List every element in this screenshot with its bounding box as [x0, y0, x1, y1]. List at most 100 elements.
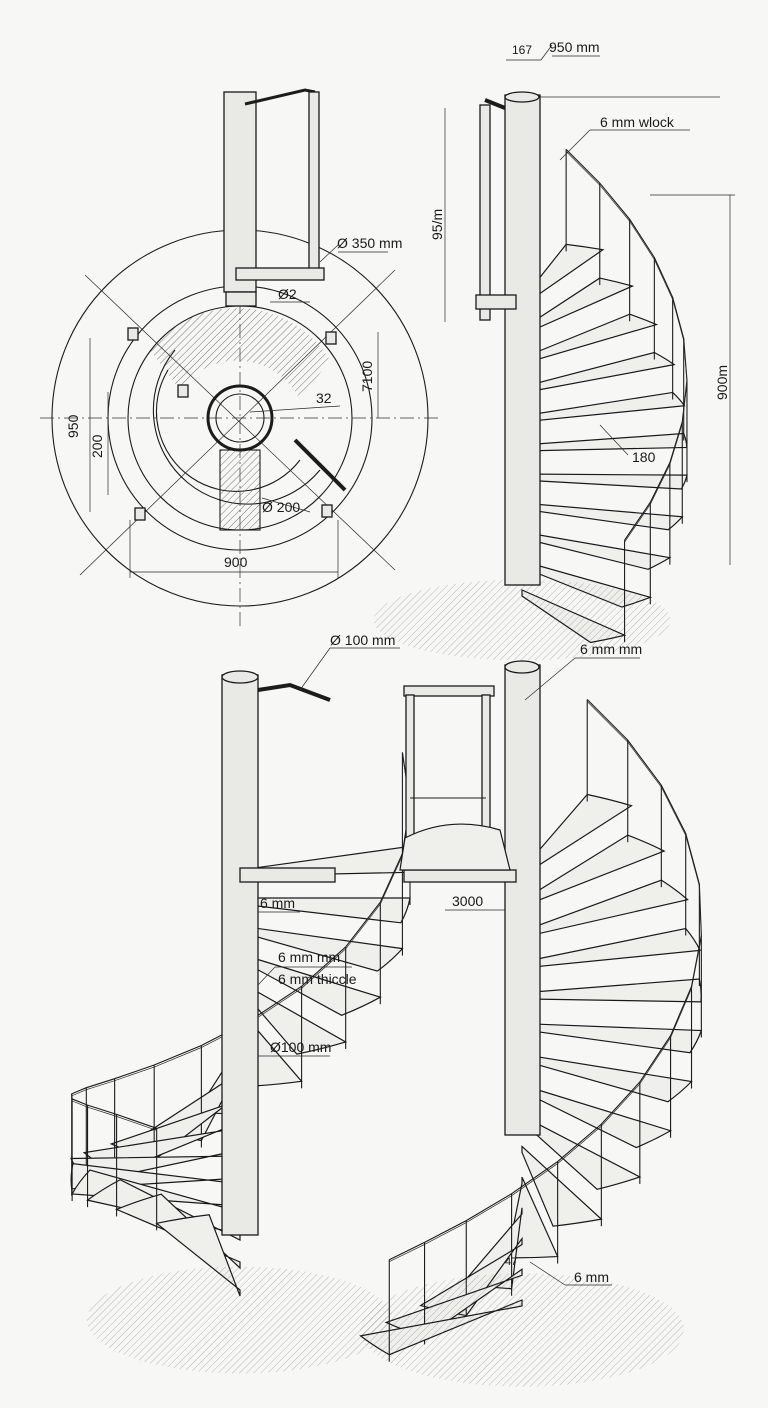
label-rail-diameter: Ø 350 mm	[337, 235, 402, 251]
leader	[559, 129, 591, 161]
landing-plate	[399, 823, 511, 871]
landing-bracket	[403, 869, 517, 883]
label-core-diameter: Ø 200	[262, 499, 300, 515]
leader	[319, 244, 339, 263]
label-width-900: 900	[224, 554, 248, 570]
top-rail	[257, 682, 331, 702]
handrail	[565, 148, 688, 541]
central-column	[504, 94, 541, 586]
leader	[540, 44, 553, 61]
diagonal-axis	[79, 269, 396, 576]
stair-treads	[70, 752, 411, 1374]
floor-shadow	[360, 1273, 684, 1387]
label-tread-mark: 47	[505, 1256, 517, 1268]
stair-tread	[521, 432, 688, 452]
stair-tread	[521, 277, 635, 336]
stair-tread	[521, 927, 702, 969]
handrail	[71, 752, 411, 1129]
handrail	[389, 699, 702, 1261]
label-top-950: 950 mm	[549, 39, 600, 55]
inner-arc	[152, 349, 321, 505]
side-view: 167 950 mm 6 mm wlock 180 95/m 900m	[373, 39, 735, 661]
landing-bracket	[239, 867, 336, 883]
stair-treads	[373, 148, 688, 661]
bracket-arm	[235, 267, 325, 281]
label-column-diameter: Ø 100 mm	[330, 632, 395, 648]
inner-arc-2	[155, 369, 301, 492]
stair-tread	[521, 1145, 603, 1227]
landing-top-rail	[403, 685, 495, 697]
stair-tread	[521, 1114, 642, 1190]
stair-tread	[521, 793, 633, 878]
bracket-icon	[134, 507, 146, 521]
label-rail-note: 6 mm wlock	[600, 114, 675, 130]
label-column-167: 167	[512, 43, 532, 57]
label-height-7100: 7100	[359, 361, 375, 392]
leader	[261, 497, 311, 513]
stair-tread	[521, 978, 702, 1003]
column-ring-inner	[215, 393, 265, 443]
bracket-icon	[325, 331, 337, 345]
column-section	[220, 450, 260, 530]
stair-tread	[521, 834, 666, 908]
label-collar: 6 mm	[260, 895, 295, 911]
handrail-post	[308, 91, 320, 279]
column-collar	[225, 291, 257, 307]
bracket-icon	[321, 504, 333, 518]
stair-tread	[521, 1084, 673, 1149]
stair-tread	[521, 391, 686, 423]
handrail-highlight	[565, 151, 688, 543]
floor-shadow	[373, 579, 671, 661]
label-clamp: Ø2	[278, 286, 297, 302]
stair-tread	[521, 243, 605, 308]
floor-shadow	[87, 1266, 393, 1374]
stair-tread	[521, 351, 676, 394]
label-right-height: 900m	[714, 365, 730, 400]
label-height-3000: 3000	[452, 893, 483, 909]
stair-tread	[239, 980, 348, 1055]
isometric-view-right: 6 mm mm 3000 47 6 mm	[359, 641, 703, 1387]
column-tube	[223, 91, 257, 293]
leader	[257, 966, 276, 986]
leader	[299, 647, 331, 691]
label-inner-200: 200	[89, 434, 105, 458]
label-left-height: 95/m	[429, 209, 445, 240]
stair-tread	[521, 879, 689, 939]
label-bolt: 32	[316, 390, 332, 406]
bracket-icon	[127, 327, 139, 341]
bracket-icon	[177, 384, 189, 398]
leader	[599, 424, 629, 456]
leader	[524, 657, 576, 701]
stair-tread	[155, 1214, 241, 1297]
stair-treads	[359, 699, 703, 1387]
stair-tread	[521, 313, 659, 365]
column-cap	[221, 670, 259, 684]
label-outer-950: 950	[65, 414, 81, 438]
column-section-outline	[219, 449, 261, 531]
column-cap	[504, 660, 540, 674]
stair-tread	[521, 531, 672, 570]
label-plate-a: 6 mm mm	[278, 949, 340, 965]
label-plate-b: 6 mm thiccle	[278, 971, 357, 987]
diagonal-axis	[84, 274, 396, 571]
column-cap	[504, 91, 540, 103]
bracket-arm	[475, 294, 517, 310]
isometric-view-left: Ø 100 mm 6 mm 6 mm mm 6 mm thiccle Ø100 …	[70, 632, 411, 1374]
label-tread-180: 180	[632, 449, 656, 465]
label-column-lower: Ø100 mm	[270, 1039, 331, 1055]
top-handrail	[244, 88, 316, 106]
label-bottom-note: 6 mm	[574, 1269, 609, 1285]
leader	[249, 405, 341, 413]
label-top-note: 6 mm mm	[580, 641, 642, 657]
stair-tread	[521, 473, 688, 490]
handrail-highlight	[389, 701, 702, 1263]
plan-view: Ø 350 mm Ø2 32 Ø 200 900 950 200 7100	[40, 88, 440, 630]
top-post	[479, 104, 491, 321]
top-rail	[484, 98, 506, 110]
central-column	[221, 674, 259, 1236]
stair-tread	[521, 502, 684, 531]
handrail-highlight	[71, 754, 411, 1131]
leader	[529, 1261, 566, 1286]
central-column	[504, 664, 541, 1136]
